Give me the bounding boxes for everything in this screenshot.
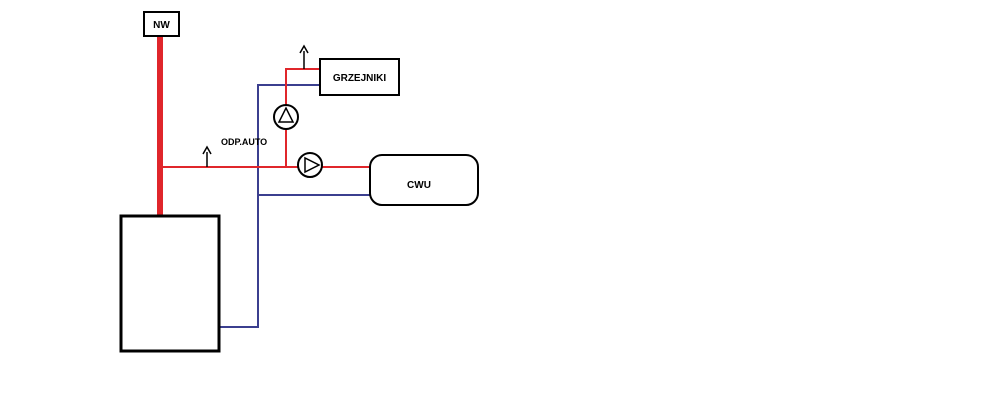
radiators-box xyxy=(319,58,400,96)
supply-pipe-radiators xyxy=(285,68,320,167)
hot-water-tank xyxy=(369,154,479,206)
hot-water-tank-label: CWU xyxy=(407,180,431,191)
nw-box xyxy=(143,11,180,37)
return-pipes xyxy=(219,84,370,328)
radiators-label: GRZEJNIKI xyxy=(333,73,387,84)
auto-vent-arrow-icon xyxy=(202,145,212,167)
cwu-pump-icon xyxy=(297,152,323,178)
radiators-vent-arrow-icon xyxy=(299,44,309,69)
return-pipe-main xyxy=(219,84,320,328)
radiator-pump-icon xyxy=(273,104,299,130)
nw-label: NW xyxy=(153,20,170,31)
boiler xyxy=(119,214,221,353)
auto-vent-label: ODP.AUTO xyxy=(221,137,267,147)
